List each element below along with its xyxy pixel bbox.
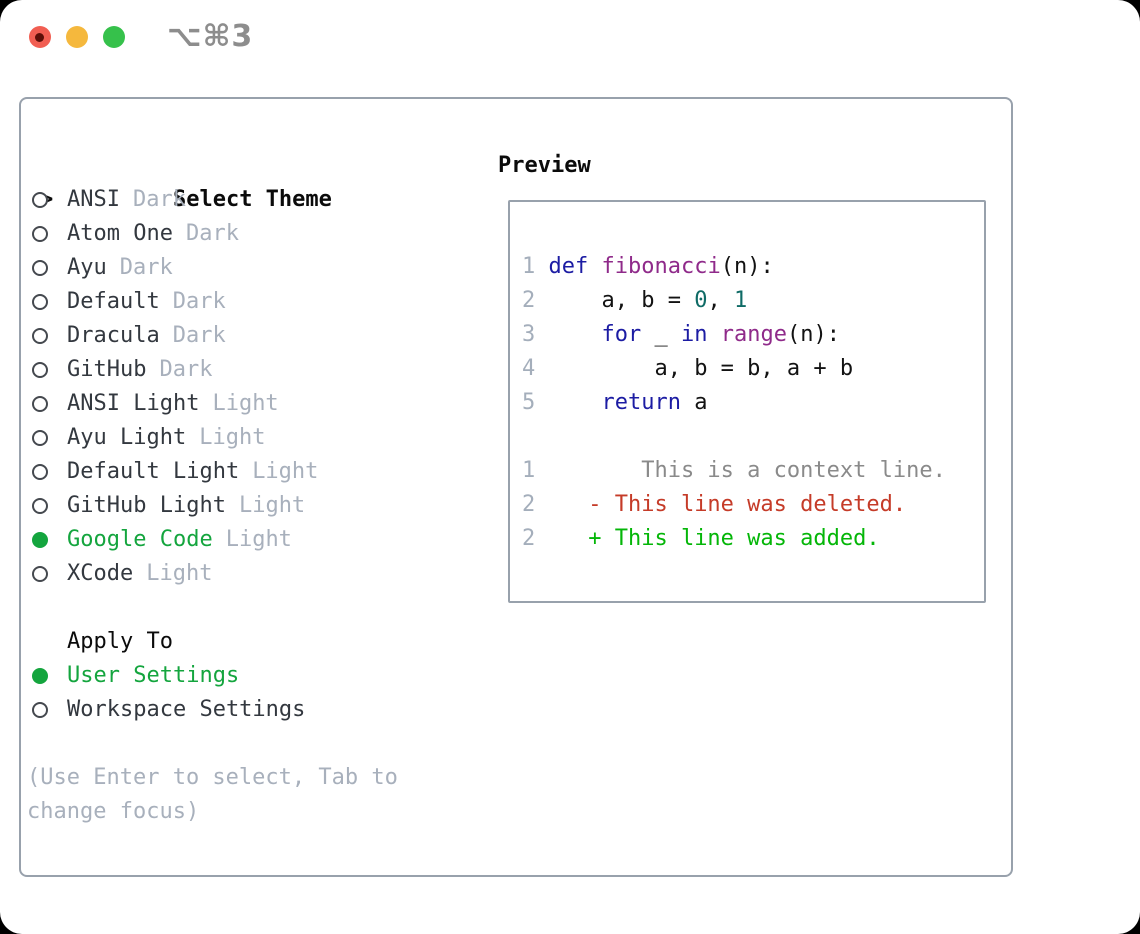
theme-tag: Light bbox=[212, 391, 279, 416]
radio-icon bbox=[32, 260, 48, 276]
diff-line-context: 1 This is a context line. bbox=[522, 454, 984, 488]
theme-option-label: Google Code bbox=[67, 527, 213, 552]
theme-option-atom-one[interactable]: Atom One Dark bbox=[27, 217, 477, 251]
theme-option-ansi[interactable]: ANSI Dark bbox=[27, 183, 477, 217]
preview-header: Preview bbox=[498, 153, 591, 178]
radio-icon bbox=[32, 396, 48, 412]
theme-tag: Light bbox=[252, 459, 319, 484]
radio-selected-icon bbox=[32, 668, 48, 684]
radio-selected-icon bbox=[32, 532, 48, 548]
spacer bbox=[27, 591, 477, 625]
theme-option-label: Ayu bbox=[67, 255, 107, 280]
select-theme-title: Select Theme bbox=[172, 187, 332, 212]
spacer bbox=[522, 420, 984, 454]
theme-tag: Dark bbox=[172, 323, 226, 348]
radio-icon bbox=[32, 464, 48, 480]
radio-icon bbox=[32, 328, 48, 344]
code-line: 1 def fibonacci(n): bbox=[522, 254, 774, 279]
theme-option-ansi-light[interactable]: ANSI Light Light bbox=[27, 387, 477, 421]
theme-option-label: XCode bbox=[67, 561, 134, 586]
radio-icon bbox=[32, 192, 48, 208]
line-number: 2 bbox=[522, 288, 549, 313]
theme-option-label: Ayu Light bbox=[67, 425, 187, 450]
theme-option-default-light[interactable]: Default Light Light bbox=[27, 455, 477, 489]
close-button[interactable] bbox=[29, 26, 51, 48]
theme-option-label: Default bbox=[67, 289, 160, 314]
line-number: 2 bbox=[522, 492, 536, 517]
diff-text: This is a context line. bbox=[535, 458, 946, 483]
theme-option-label: GitHub Light bbox=[67, 493, 226, 518]
radio-icon bbox=[32, 702, 48, 718]
theme-tag: Dark bbox=[159, 357, 213, 382]
select-theme-header: >Select Theme bbox=[27, 149, 477, 212]
apply-option-label: User Settings bbox=[67, 663, 240, 688]
line-number: 1 bbox=[522, 458, 536, 483]
diff-line-added: 2 + This line was added. bbox=[522, 522, 984, 556]
preview-box: 1 def fibonacci(n): 2 a, b = 0, 1 3 for _ … bbox=[508, 200, 986, 603]
theme-option-default[interactable]: Default Dark bbox=[27, 285, 477, 319]
window-title: ⌥⌘3 bbox=[167, 19, 254, 54]
maximize-button[interactable] bbox=[103, 26, 125, 48]
radio-icon bbox=[32, 566, 48, 582]
theme-tag: Dark bbox=[132, 187, 186, 212]
radio-icon bbox=[32, 362, 48, 378]
line-number: 5 bbox=[522, 390, 549, 415]
line-number: 2 bbox=[522, 526, 536, 551]
line-number: 3 bbox=[522, 322, 549, 347]
apply-option-user-settings[interactable]: User Settings bbox=[27, 659, 477, 693]
code-line: 5 return a bbox=[522, 390, 708, 415]
theme-option-label: ANSI Light bbox=[67, 391, 200, 416]
diff-block: 1 This is a context line.2 - This line w… bbox=[522, 454, 984, 556]
theme-tag: Light bbox=[199, 425, 266, 450]
theme-option-label: ANSI bbox=[67, 187, 120, 212]
code-line: 2 a, b = 0, 1 bbox=[522, 288, 748, 313]
theme-tag: Dark bbox=[172, 289, 226, 314]
spacer bbox=[522, 216, 984, 250]
theme-option-github-light[interactable]: GitHub Light Light bbox=[27, 489, 477, 523]
apply-option-label: Workspace Settings bbox=[67, 697, 306, 722]
radio-icon bbox=[32, 498, 48, 514]
diff-line-deleted: 2 - This line was deleted. bbox=[522, 488, 984, 522]
spacer bbox=[27, 727, 477, 761]
theme-option-label: Default Light bbox=[67, 459, 240, 484]
theme-option-label: GitHub bbox=[67, 357, 147, 382]
theme-option-google-code[interactable]: Google Code Light bbox=[27, 523, 477, 557]
hint-line-2: change focus) bbox=[27, 799, 200, 824]
code-block: 1 def fibonacci(n): 2 a, b = 0, 1 3 for _ … bbox=[522, 250, 984, 420]
theme-option-label: Dracula bbox=[67, 323, 160, 348]
radio-icon bbox=[32, 294, 48, 310]
diff-text: + This line was added. bbox=[535, 526, 880, 551]
theme-option-xcode[interactable]: XCode Light bbox=[27, 557, 477, 591]
minimize-button[interactable] bbox=[66, 26, 88, 48]
theme-option-dracula[interactable]: Dracula Dark bbox=[27, 319, 477, 353]
radio-icon bbox=[32, 430, 48, 446]
hint-line-1: (Use Enter to select, Tab to bbox=[27, 765, 398, 790]
code-line: 3 for _ in range(n): bbox=[522, 322, 840, 347]
theme-option-ayu[interactable]: Ayu Dark bbox=[27, 251, 477, 285]
theme-option-github[interactable]: GitHub Dark bbox=[27, 353, 477, 387]
line-number: 1 bbox=[522, 254, 549, 279]
line-number: 4 bbox=[522, 356, 549, 381]
theme-tag: Dark bbox=[119, 255, 173, 280]
code-line: 4 a, b = b, a + b bbox=[522, 356, 854, 381]
theme-option-ayu-light[interactable]: Ayu Light Light bbox=[27, 421, 477, 455]
apply-to-header: Apply To bbox=[67, 629, 173, 654]
radio-icon bbox=[32, 226, 48, 242]
apply-option-workspace-settings[interactable]: Workspace Settings bbox=[27, 693, 477, 727]
theme-option-label: Atom One bbox=[67, 221, 173, 246]
diff-text: - This line was deleted. bbox=[535, 492, 907, 517]
close-dot-icon bbox=[35, 33, 44, 42]
theme-tag: Light bbox=[225, 527, 292, 552]
theme-tag: Light bbox=[146, 561, 213, 586]
theme-tag: Dark bbox=[185, 221, 239, 246]
theme-tag: Light bbox=[238, 493, 306, 518]
